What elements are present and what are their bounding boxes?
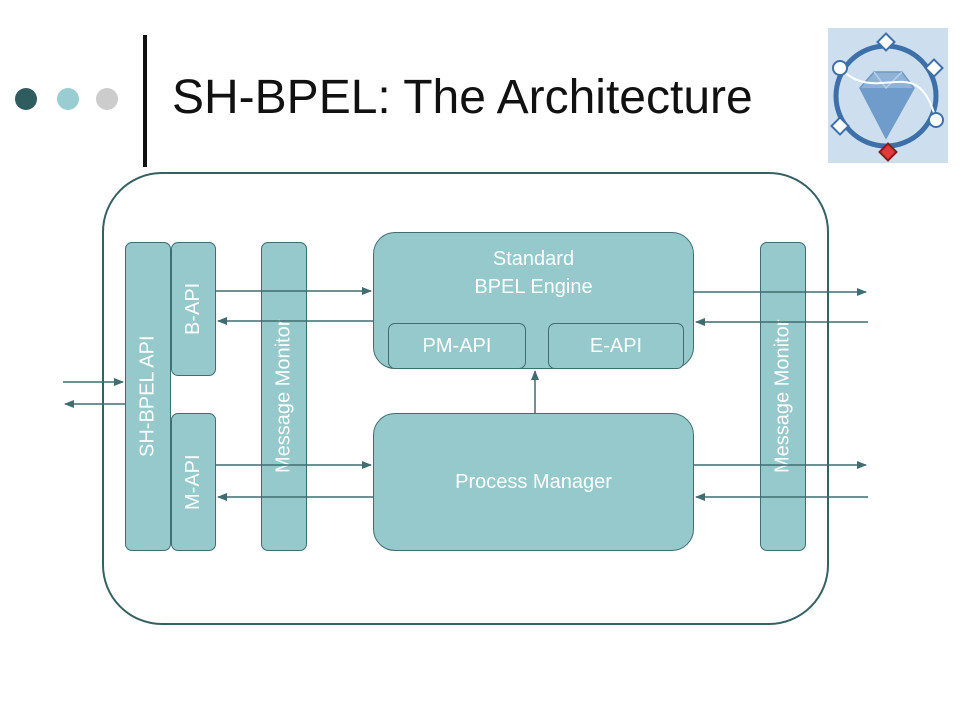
title-divider: [143, 35, 147, 167]
bullet-dot-light: [57, 88, 79, 110]
pm-api-block: PM-API: [388, 323, 526, 369]
process-manager-block: Process Manager: [373, 413, 694, 551]
bpel-engine-label: Standard BPEL Engine: [374, 245, 693, 301]
bpel-engine-label-line1: Standard: [492, 248, 575, 270]
e-api-label: E-API: [589, 334, 643, 357]
page-title: SH-BPEL: The Architecture: [172, 71, 753, 124]
architecture-boundary: [102, 172, 829, 625]
e-api-block: E-API: [548, 323, 684, 369]
bullet-dot-dark: [15, 88, 37, 110]
pm-api-label: PM-API: [422, 334, 492, 357]
process-manager-label: Process Manager: [455, 470, 612, 493]
project-logo: [828, 28, 948, 163]
bullet-dot-gray: [96, 88, 118, 110]
bpel-engine-label-line2: BPEL Engine: [474, 276, 593, 298]
